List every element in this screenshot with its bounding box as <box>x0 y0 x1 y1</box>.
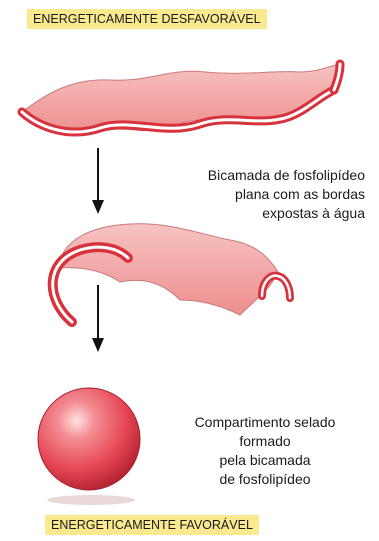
caption-line: Compartimento selado <box>160 413 370 432</box>
caption-line: pela bicamada <box>160 451 370 470</box>
down-arrow-icon <box>92 285 104 352</box>
sealed-compartment-sphere <box>38 388 140 505</box>
curving-bilayer <box>53 224 290 322</box>
flat-bilayer-caption: Bicamada de fosfolipídeo plana com as bo… <box>165 166 365 223</box>
caption-line: formado <box>160 432 370 451</box>
down-arrow-icon <box>92 148 104 214</box>
caption-line: plana com as bordas <box>165 185 365 204</box>
flat-bilayer-sheet <box>22 64 340 134</box>
sealed-compartment-caption: Compartimento selado formado pela bicama… <box>160 413 370 489</box>
caption-line: de fosfolipídeo <box>160 470 370 489</box>
caption-line: expostas à água <box>165 204 365 223</box>
caption-line: Bicamada de fosfolipídeo <box>165 166 365 185</box>
energetically-favorable-label: ENERGETICAMENTE FAVORÁVEL <box>45 515 259 535</box>
